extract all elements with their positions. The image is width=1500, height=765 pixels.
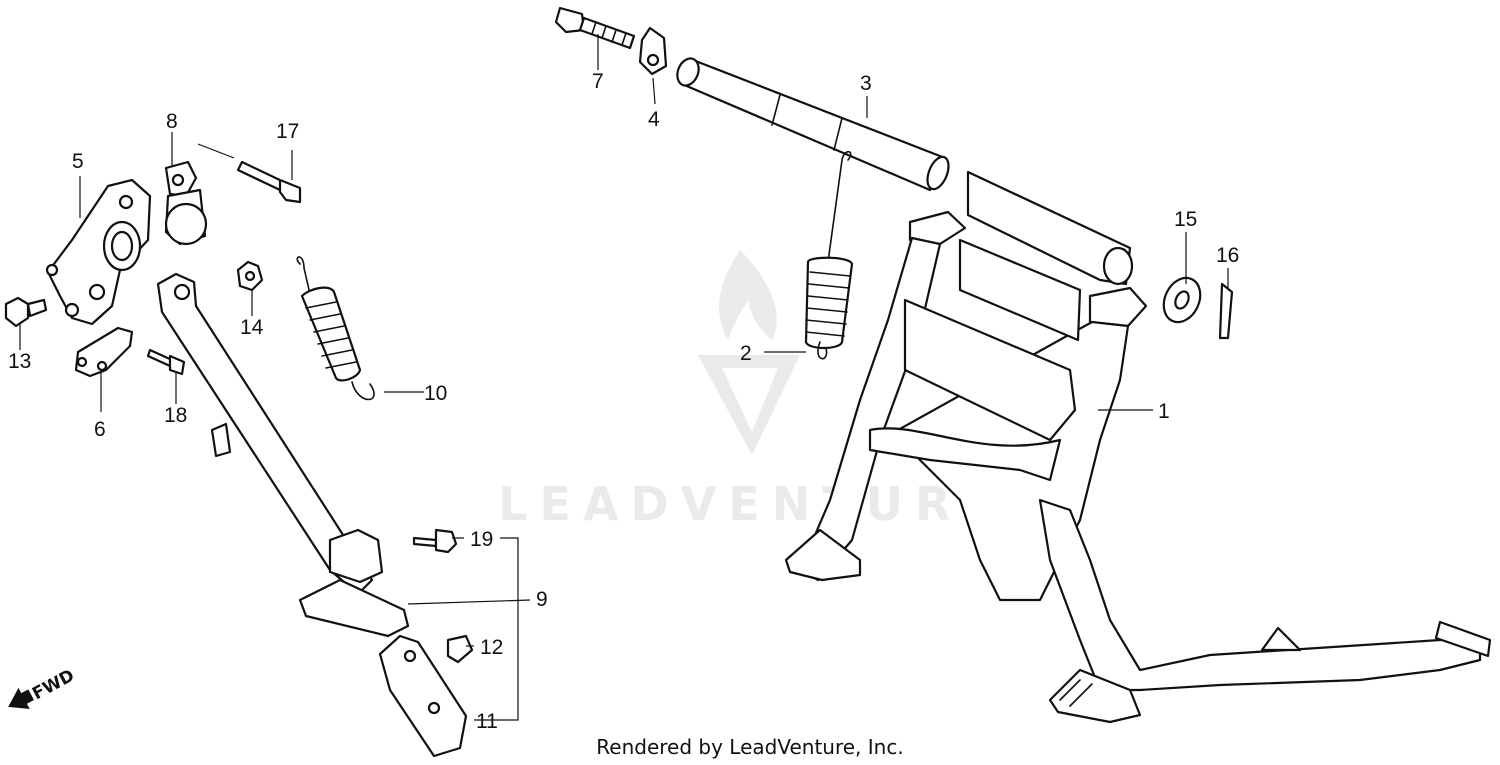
watermark: LEADVENTURE bbox=[498, 250, 1006, 531]
callout-14: 14 bbox=[240, 316, 264, 339]
part-14-nut bbox=[236, 260, 264, 292]
part-1-main-stand bbox=[784, 170, 1492, 724]
callout-7: 7 bbox=[592, 70, 604, 93]
callout-13: 13 bbox=[8, 350, 31, 373]
part-7-bolt bbox=[554, 6, 636, 50]
callout-12: 12 bbox=[480, 636, 503, 659]
part-18-bolt bbox=[146, 348, 186, 376]
part-3-pipe bbox=[676, 57, 950, 192]
leader-lines bbox=[19, 34, 1229, 721]
part-6-plate bbox=[74, 326, 134, 378]
part-4-lug bbox=[638, 26, 668, 76]
fwd-indicator: FWD bbox=[8, 666, 78, 710]
callout-1: 1 bbox=[1158, 400, 1170, 423]
part-11-pad bbox=[378, 634, 468, 758]
callout-5: 5 bbox=[72, 150, 84, 173]
callout-16: 16 bbox=[1216, 244, 1239, 267]
callout-2: 2 bbox=[740, 342, 752, 365]
part-19-bolt bbox=[412, 528, 458, 554]
callout-15: 15 bbox=[1174, 208, 1197, 231]
part-13-bolt bbox=[4, 296, 48, 328]
part-2-spring bbox=[804, 150, 854, 360]
callout-8: 8 bbox=[166, 110, 178, 133]
part-5-bracket bbox=[45, 178, 152, 326]
part-8-pivot bbox=[164, 160, 208, 246]
callout-3: 3 bbox=[860, 72, 872, 95]
watermark-text: LEADVENTURE bbox=[498, 477, 1006, 531]
part-10-spring bbox=[296, 256, 375, 401]
callout-11: 11 bbox=[476, 710, 498, 733]
watermark-v-icon bbox=[698, 355, 800, 455]
callout-6: 6 bbox=[94, 418, 106, 441]
part-15-washer bbox=[1162, 276, 1202, 324]
fwd-label: FWD bbox=[29, 666, 78, 705]
part-9-side-stand bbox=[156, 272, 410, 638]
callout-10: 10 bbox=[424, 382, 447, 405]
callouts: 1 2 3 4 5 6 7 8 9 10 11 12 13 14 15 16 1… bbox=[8, 70, 1239, 733]
part-12-cap bbox=[446, 634, 474, 664]
callout-9: 9 bbox=[536, 588, 548, 611]
callout-18: 18 bbox=[164, 404, 187, 427]
fwd-arrow-icon bbox=[8, 687, 34, 710]
footer-credit: Rendered by LeadVenture, Inc. bbox=[596, 735, 903, 759]
callout-4: 4 bbox=[648, 108, 660, 131]
watermark-flame-icon bbox=[718, 250, 777, 340]
callout-17: 17 bbox=[276, 120, 299, 143]
part-16-cotter-pin bbox=[1218, 282, 1234, 340]
part-17-bolt bbox=[236, 160, 302, 204]
callout-19: 19 bbox=[470, 528, 493, 551]
